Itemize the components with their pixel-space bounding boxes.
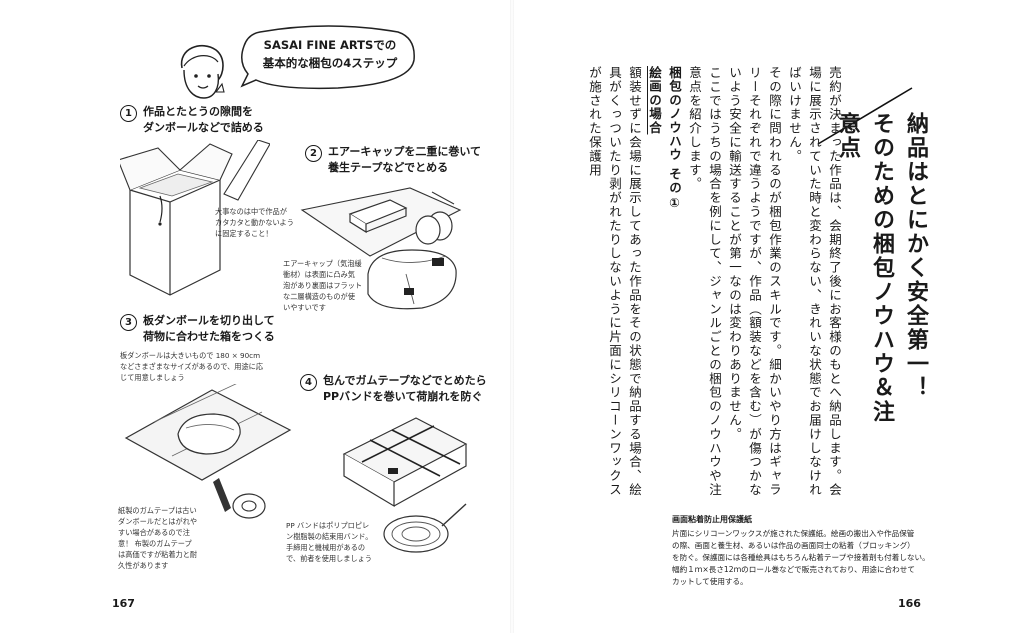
glossary-title: 画面粘着防止用保護紙 <box>672 515 752 524</box>
glossary-line-4: 幅約１ｍ×長さ12ｍのロール巻などで販売されており、用途に合わせて <box>672 565 915 574</box>
page-gutter <box>510 0 514 633</box>
pp-band-roll-illustration <box>383 503 467 553</box>
tape-note-line-6: 久性があります <box>118 561 169 570</box>
step-3-line-2: 荷物に合わせた箱をつくる <box>143 330 275 343</box>
glossary-line-3: を防ぐ。保護面には各種絵具はもちろん粘着テープや接着剤も付着しない。 <box>672 553 930 562</box>
body-paragraph-1: 売約が決まった作品は、会期終了後にお客様のもとへ納品します。会場に展示されていた… <box>787 66 842 497</box>
step-1-note-line-1: 大事なのは中で作品が <box>215 207 287 216</box>
left-page-number: 167 <box>112 597 135 610</box>
step-1-note-line-3: に固定すること！ <box>215 229 273 238</box>
step-2-wrapped-package-illustration <box>367 249 457 310</box>
step-3-flat-cardboard-illustration <box>124 384 292 481</box>
step-1-line-2: ダンボールなどで詰める <box>143 121 264 134</box>
glossary-line-2: の際、画面と養生材、あるいは作品の画面同士の粘着（ブロッキング） <box>672 541 915 550</box>
step-2-note: エアーキャップ（気泡緩 衝材）は表面に凸み気 泡があり裏面はフラット な二層構造… <box>283 258 362 313</box>
step-3-title: 3 板ダンボールを切り出して 荷物に合わせた箱をつくる <box>120 313 275 345</box>
right-page-number: 166 <box>898 597 921 610</box>
body-paragraph-2: その際に問われるのが梱包作業のスキルです。細かいやり方はギャラリーそれぞれで違う… <box>727 66 782 497</box>
step-1-number: 1 <box>120 105 137 122</box>
step-4-number: 4 <box>300 374 317 391</box>
tip-heading: 梱包のノウハウ その① <box>667 66 682 212</box>
step-2-line-1: エアーキャップを二重に巻いて <box>328 145 482 158</box>
step-1-note-line-2: カタカタと動かないよう <box>215 218 294 227</box>
step-2-bubble-wrap-illustration <box>300 187 462 257</box>
tape-note: 紙製のガムテープは古い ダンボールだとはがれや すい場合があるので注 意！ 布製… <box>118 505 197 571</box>
tape-roll-cutter-illustration <box>213 478 266 519</box>
step-2-note-line-4: な二層構造のものが使 <box>283 292 355 301</box>
tape-note-line-4: 意！ 布製のガムテープ <box>118 539 192 548</box>
step-2-note-line-1: エアーキャップ（気泡緩 <box>283 259 362 268</box>
step-3-note-line-2: などさまざまなサイズがあるので、用途に応 <box>120 362 264 371</box>
article-body: 売約が決まった作品は、会期終了後にお客様のもとへ納品します。会場に展示されていた… <box>584 66 844 506</box>
bubble-line-2: 基本的な梱包の4ステップ <box>262 56 398 70</box>
step-2-note-line-3: 泡があり裏面はフラット <box>283 281 363 290</box>
step-4-strapped-box-illustration <box>342 417 468 508</box>
step-3-number: 3 <box>120 314 137 331</box>
step-4-line-2: PPバンドを巻いて荷崩れを防ぐ <box>323 390 483 403</box>
title-line-2: そのための梱包ノウハウ＆注意点 <box>835 112 894 424</box>
step-1-line-1: 作品とたとうの隙間を <box>143 105 253 118</box>
glossary-line-5: カットして使用する。 <box>672 577 748 586</box>
article-title: 納品はとにかく安全第一！ そのための梱包ノウハウ＆注意点 <box>830 112 932 442</box>
tape-note-line-3: すい場合があるので注 <box>118 528 190 537</box>
pp-band-note: PP バンドはポリプロピレ ン樹脂製の結束用バンド。 手締用と機械用があるの で… <box>286 520 372 564</box>
pp-band-note-line-3: 手締用と機械用があるの <box>286 543 366 552</box>
step-2-title: 2 エアーキャップを二重に巻いて 養生テープなどでとめる <box>305 144 481 176</box>
pp-band-note-line-1: PP バンドはポリプロピレ <box>286 521 370 530</box>
step-4-line-1: 包んでガムテープなどでとめたら <box>323 374 487 387</box>
title-accent-line <box>817 87 913 145</box>
speech-bubble <box>240 25 415 90</box>
pp-band-note-line-2: ン樹脂製の結束用バンド。 <box>286 532 373 541</box>
step-3-note-line-1: 板ダンボールは大きいもので 180 × 90cm <box>120 351 261 360</box>
step-1-title: 1 作品とたとうの隙間を ダンボールなどで詰める <box>120 104 264 136</box>
step-2-note-line-2: 衝材）は表面に凸み気 <box>283 270 355 279</box>
body-paragraph-3: ここではうちの場合を例にして、ジャンルごとの梱包のノウハウや注意点を紹介します。 <box>687 66 722 497</box>
step-3-note-line-3: じて用意しましょう <box>120 373 185 382</box>
tip-subheading: 絵画の場合 <box>647 66 662 135</box>
glossary-line-1: 片面にシリコーンワックスが施された保護紙。絵画の搬出入や作品保管 <box>672 529 915 538</box>
step-3-line-1: 板ダンボールを切り出して <box>143 314 275 327</box>
tape-note-line-5: は高価ですが粘着力と耐 <box>118 550 198 559</box>
step-3-note: 板ダンボールは大きいもので 180 × 90cm などさまざまなサイズがあるので… <box>120 350 263 383</box>
step-1-note: 大事なのは中で作品が カタカタと動かないよう に固定すること！ <box>215 206 294 239</box>
step-2-note-line-5: いやすいです <box>283 303 326 312</box>
step-4-title: 4 包んでガムテープなどでとめたら PPバンドを巻いて荷崩れを防ぐ <box>300 373 487 405</box>
pp-band-note-line-4: で、前者を使用しましょう <box>286 554 372 563</box>
title-line-1: 納品はとにかく安全第一！ <box>903 112 928 400</box>
bubble-caption: SASAI FINE ARTSでの 基本的な梱包の4ステップ <box>248 36 412 72</box>
glossary-box: 画面粘着防止用保護紙 片面にシリコーンワックスが施された保護紙。絵画の搬出入や作… <box>672 514 930 588</box>
step-2-line-2: 養生テープなどでとめる <box>328 161 449 174</box>
avatar-illustration <box>180 44 225 99</box>
tape-note-line-1: 紙製のガムテープは古い <box>118 506 197 515</box>
tip-body: 額装せずに会場に展示してあった作品をその状態で納品する場合、絵具がくっついたり剥… <box>587 66 642 497</box>
step-2-number: 2 <box>305 145 322 162</box>
tape-note-line-2: ダンボールだとはがれや <box>118 517 198 526</box>
step-1-box-illustration <box>120 140 270 296</box>
bubble-line-1: SASAI FINE ARTSでの <box>263 38 397 52</box>
